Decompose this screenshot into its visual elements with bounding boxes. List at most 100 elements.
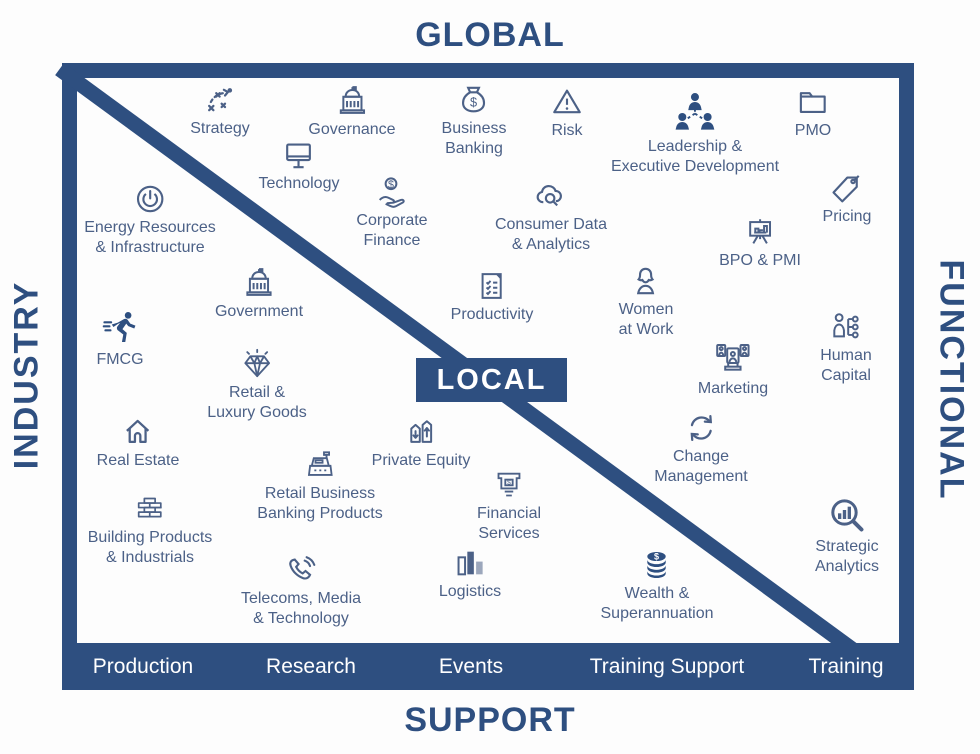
magnifier-chart-icon bbox=[827, 495, 867, 535]
arrows-up-down-icon bbox=[404, 415, 438, 449]
bar-label-production: Production bbox=[92, 654, 194, 678]
item-label: Retail &Luxury Goods bbox=[207, 384, 307, 421]
diamond-icon bbox=[240, 347, 274, 381]
capitol-icon bbox=[335, 84, 369, 118]
local-label-box: LOCAL bbox=[416, 358, 567, 402]
runner-icon bbox=[100, 308, 140, 348]
bottom-bar: Production Research Events Training Support… bbox=[62, 643, 914, 690]
item-label: Productivity bbox=[450, 306, 534, 323]
diagram-item-fmcg: FMCG bbox=[96, 308, 144, 370]
axis-label-functional: FUNCTIONAL bbox=[932, 259, 971, 501]
item-label: Government bbox=[214, 303, 304, 320]
item-label: BPO & PMI bbox=[719, 252, 801, 269]
bar-label-events: Events bbox=[438, 654, 504, 678]
checklist-icon bbox=[475, 269, 509, 303]
diagram-item-real-estate: Real Estate bbox=[96, 415, 180, 471]
item-label: Building Products& Industrials bbox=[87, 529, 213, 566]
diagram-item-retail-luxury-goods: Retail &Luxury Goods bbox=[207, 347, 307, 423]
atm-icon: $ bbox=[492, 468, 526, 502]
item-label: Pricing bbox=[822, 208, 872, 225]
item-label: Private Equity bbox=[371, 452, 471, 469]
frame-border-top bbox=[62, 63, 914, 78]
diagram-item-bpo-pmi: BPO & PMI bbox=[719, 215, 801, 271]
power-icon bbox=[133, 182, 167, 216]
diagram-item-marketing: Marketing bbox=[698, 337, 768, 399]
warning-triangle-icon bbox=[550, 85, 584, 119]
person-org-icon bbox=[829, 310, 863, 344]
diagram-item-governance: Governance bbox=[308, 84, 396, 140]
bar-label-training: Training bbox=[808, 654, 884, 678]
coin-stack-icon: $ bbox=[640, 548, 674, 582]
bar-label-research: Research bbox=[266, 654, 356, 678]
diagram-item-consumer-data-analytics: Consumer Data& Analytics bbox=[495, 179, 607, 255]
cloud-search-icon bbox=[534, 179, 568, 213]
monitor-icon bbox=[282, 138, 316, 172]
item-label: Real Estate bbox=[96, 452, 180, 469]
diagram-item-pmo: PMO bbox=[795, 85, 831, 141]
item-label: Marketing bbox=[697, 380, 769, 397]
cash-register-icon bbox=[303, 448, 337, 482]
money-bag-icon: $ bbox=[457, 83, 491, 117]
item-label: Wealth &Superannuation bbox=[600, 585, 714, 622]
capitol-icon bbox=[242, 266, 276, 300]
video-call-icon bbox=[713, 337, 753, 377]
easel-chart-icon bbox=[743, 215, 777, 249]
coin-hand-icon: $ bbox=[375, 175, 409, 209]
cycle-arrows-icon bbox=[684, 411, 718, 445]
svg-text:$: $ bbox=[470, 95, 477, 110]
diagram-item-wealth-superannuation: $ Wealth &Superannuation bbox=[601, 548, 714, 624]
woman-icon bbox=[629, 264, 663, 298]
team-network-icon bbox=[672, 89, 718, 135]
diagram-item-leadership-executive-development: Leadership &Executive Development bbox=[611, 89, 779, 177]
axis-label-industry: INDUSTRY bbox=[7, 280, 46, 470]
item-label: Technology bbox=[258, 175, 340, 192]
item-label: Consumer Data& Analytics bbox=[494, 216, 608, 253]
item-label: Logistics bbox=[438, 583, 502, 600]
frame-border-left bbox=[62, 63, 77, 690]
phone-icon bbox=[284, 553, 318, 587]
diagram-item-strategy: Strategy bbox=[190, 83, 250, 139]
bar-chart-icon bbox=[453, 546, 487, 580]
svg-text:$: $ bbox=[654, 551, 659, 561]
bar-label-training-support: Training Support bbox=[589, 654, 745, 678]
axis-label-global: GLOBAL bbox=[415, 16, 565, 54]
item-label: Strategy bbox=[190, 120, 250, 137]
folder-icon bbox=[796, 85, 830, 119]
diagram-item-technology: Technology bbox=[258, 138, 340, 194]
item-label: Telecoms, Media& Technology bbox=[240, 590, 362, 627]
diagram-item-private-equity: Private Equity bbox=[371, 415, 471, 471]
item-label: Risk bbox=[551, 122, 583, 139]
frame-border-right bbox=[899, 63, 914, 690]
diagram-item-productivity: Productivity bbox=[450, 269, 534, 325]
diagram-item-logistics: Logistics bbox=[439, 546, 501, 602]
item-label: PMO bbox=[794, 122, 832, 139]
item-label: Governance bbox=[308, 121, 396, 138]
diagram-item-risk: Risk bbox=[550, 85, 584, 141]
diagram-item-energy-resources-infrastructure: Energy Resources& Infrastructure bbox=[84, 182, 216, 258]
diagram-item-pricing: Pricing bbox=[822, 171, 872, 227]
svg-text:$: $ bbox=[507, 479, 511, 486]
tactics-icon bbox=[203, 83, 237, 117]
house-icon bbox=[121, 415, 155, 449]
item-label: FMCG bbox=[96, 351, 144, 368]
svg-text:$: $ bbox=[388, 179, 394, 191]
item-label: Leadership &Executive Development bbox=[610, 138, 780, 175]
axis-label-support: SUPPORT bbox=[404, 701, 576, 739]
diagram-item-building-products-industrials: Building Products& Industrials bbox=[87, 492, 213, 568]
